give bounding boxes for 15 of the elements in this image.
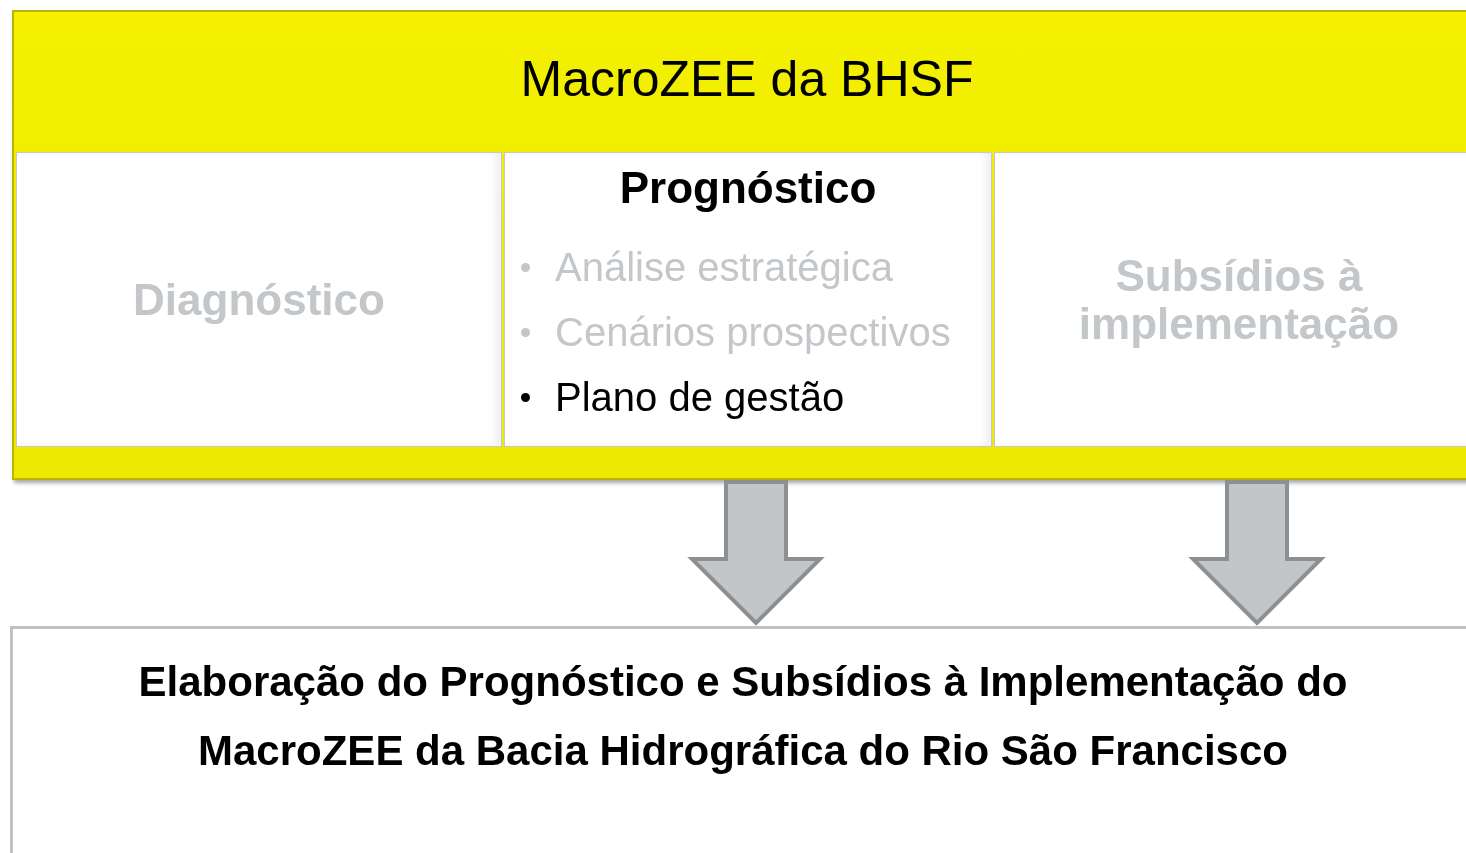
phase-title: Prognóstico <box>618 163 878 213</box>
result-text: Elaboração do Prognóstico e Subsídios à Implementação do MacroZEE da Bacia Hidrográfica do Rio São Francisco <box>137 657 1349 776</box>
phase-title: Subsídios à implementação <box>1077 251 1401 348</box>
block-arrow <box>687 480 825 626</box>
phase-title: Diagnóstico <box>132 275 386 324</box>
list-item: Análise estratégica <box>555 245 893 289</box>
block-arrow <box>1188 480 1326 626</box>
title-band <box>12 10 1466 480</box>
phase-panel <box>994 152 1466 447</box>
band-title: MacroZEE da BHSF <box>519 50 975 108</box>
list-item: Cenários prospectivos <box>555 310 951 354</box>
phase-panel <box>504 152 992 447</box>
phase-panel <box>16 152 502 447</box>
result-box <box>10 626 1466 853</box>
list-item: Plano de gestão <box>555 375 845 419</box>
